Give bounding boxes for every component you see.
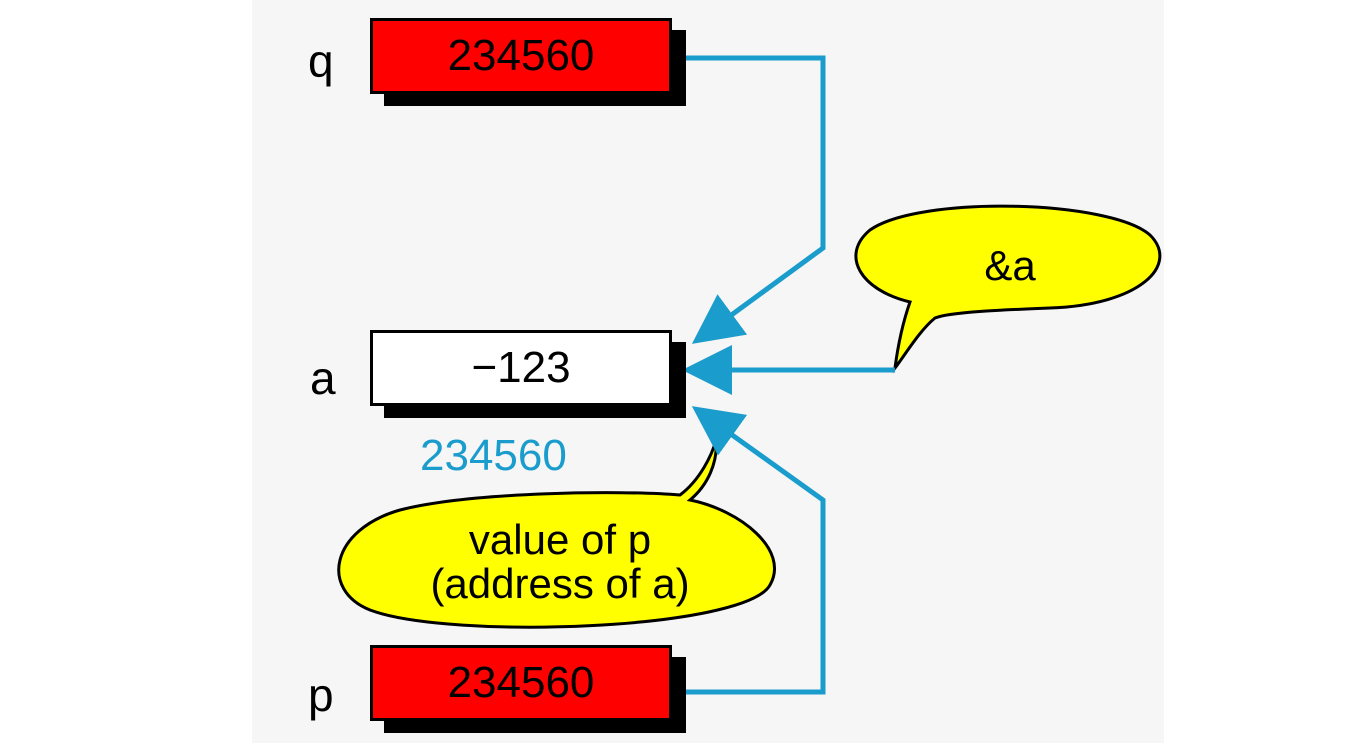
ref-callout-text: &a [984,242,1036,289]
var-label-q: q [308,35,334,87]
var-label-a: a [310,352,336,404]
pointer-value-line2: (address of a) [430,560,690,608]
var-label-p: p [308,669,334,721]
variable-value-p: 234560 [447,658,595,707]
variable-box-a: −123 [370,330,672,406]
pointer-value-callout-text: value of p (address of a) [360,516,760,608]
address-of-a: 234560 [420,431,567,480]
variable-box-p: 234560 [370,645,672,721]
variable-value-a: −123 [471,343,571,392]
pointer-value-callout-bubble [337,439,777,629]
ref-callout-bubble [854,204,1162,374]
pointer-value-line1: value of p [468,516,652,563]
q-to-a-arrow [680,55,826,344]
variable-box-q: 234560 [370,18,672,94]
variable-value-q: 234560 [447,31,595,80]
p-to-a-arrow [680,406,826,695]
